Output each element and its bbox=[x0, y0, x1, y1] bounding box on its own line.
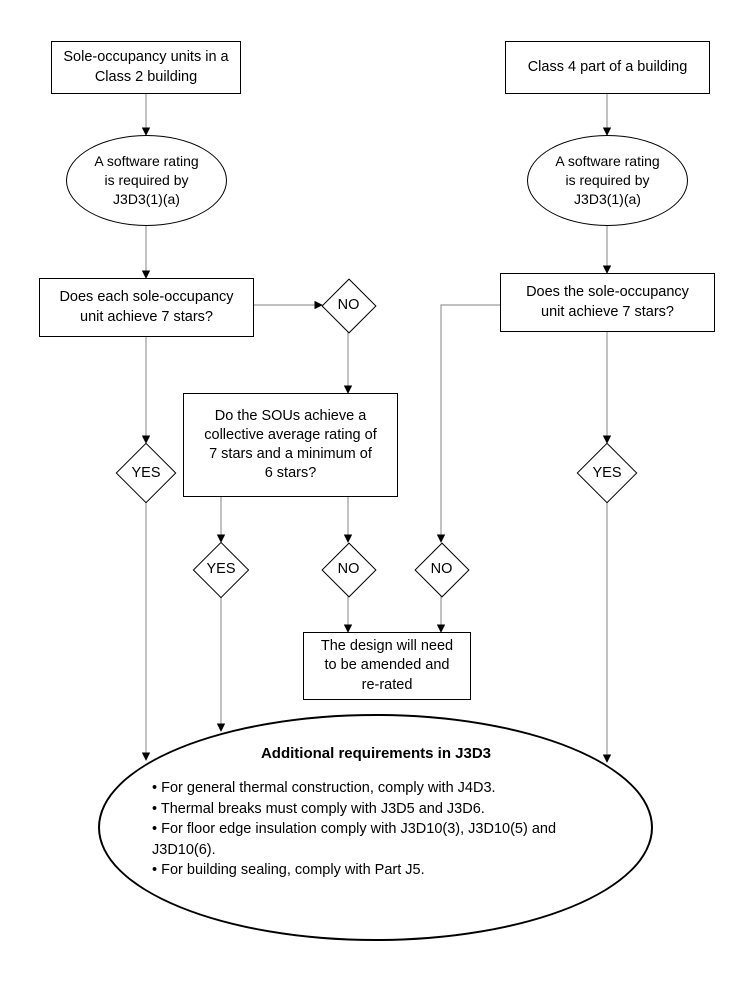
start-box-class4[interactable]: Class 4 part of a building bbox=[505, 41, 710, 94]
start-box-class4-label: Class 4 part of a building bbox=[527, 58, 688, 75]
branch-label-yes: YES bbox=[131, 464, 161, 481]
sou-collective-average-box[interactable]: Do the SOUs achieve a collective average… bbox=[183, 393, 398, 497]
oval-software-rating-right[interactable]: A software rating is required by J3D3(1)… bbox=[527, 135, 688, 226]
branch-label-no: NO bbox=[337, 561, 360, 578]
requirement-item: • For building sealing, comply with Part… bbox=[152, 862, 425, 879]
branch-diamond-no-sou[interactable]: NO bbox=[320, 541, 377, 598]
oval-left-line1: A software rating bbox=[94, 152, 199, 169]
terminal-requirements-list: • For general thermal construction, comp… bbox=[152, 778, 600, 881]
terminal-ellipse-additional-requirements[interactable] bbox=[98, 714, 653, 941]
decision-left-line2: unit achieve 7 stars? bbox=[80, 308, 213, 325]
oval-right-line2: is required by bbox=[565, 171, 650, 188]
branch-diamond-no-left[interactable]: NO bbox=[320, 277, 377, 334]
start-box-class2-label: Sole-occupancy units in a Class 2 buildi… bbox=[63, 49, 229, 85]
decision-right-line1: Does the sole-occupancy bbox=[526, 284, 689, 301]
oval-left-line2: is required by bbox=[104, 171, 189, 188]
branch-label-no: NO bbox=[337, 297, 360, 314]
edge-decision-right-to-no bbox=[436, 304, 500, 543]
branch-diamond-yes-sou[interactable]: YES bbox=[188, 541, 254, 598]
oval-right-line3: J3D3(1)(a) bbox=[574, 191, 641, 208]
requirement-item: • For floor edge insulation comply with … bbox=[152, 821, 557, 858]
sou-box-line3: 7 stars and a minimum of bbox=[209, 446, 372, 462]
amend-box-line3: re-rated bbox=[361, 676, 413, 693]
decision-box-each-sou[interactable]: Does each sole-occupancy unit achieve 7 … bbox=[39, 278, 254, 337]
sou-box-line4: 6 stars? bbox=[264, 465, 317, 482]
amend-box-line2: to be amended and bbox=[324, 657, 450, 674]
requirement-item: • For general thermal construction, comp… bbox=[152, 780, 496, 796]
decision-right-line2: unit achieve 7 stars? bbox=[541, 303, 674, 320]
branch-label-yes: YES bbox=[206, 561, 236, 578]
amend-rerate-box[interactable]: The design will need to be amended and r… bbox=[303, 632, 471, 700]
branch-diamond-no-right[interactable]: NO bbox=[413, 541, 470, 598]
oval-right-line1: A software rating bbox=[555, 152, 660, 169]
oval-software-rating-left[interactable]: A software rating is required by J3D3(1)… bbox=[66, 135, 227, 226]
sou-box-line2: collective average rating of bbox=[204, 426, 377, 443]
terminal-title: Additional requirements in J3D3 bbox=[260, 745, 492, 762]
requirement-item: • Thermal breaks must comply with J3D5 a… bbox=[152, 800, 485, 817]
sou-box-line1: Do the SOUs achieve a bbox=[214, 407, 367, 424]
decision-box-the-sou[interactable]: Does the sole-occupancy unit achieve 7 s… bbox=[500, 273, 715, 332]
branch-label-yes: YES bbox=[592, 464, 622, 481]
start-box-class2[interactable]: Sole-occupancy units in a Class 2 buildi… bbox=[51, 41, 241, 94]
branch-diamond-yes-right[interactable]: YES bbox=[574, 442, 640, 504]
branch-label-no: NO bbox=[430, 561, 453, 578]
amend-box-line1: The design will need bbox=[320, 638, 454, 655]
decision-left-line1: Does each sole-occupancy bbox=[59, 289, 234, 306]
terminal-content: Additional requirements in J3D3 • For ge… bbox=[152, 745, 600, 881]
oval-left-line3: J3D3(1)(a) bbox=[113, 191, 180, 208]
branch-diamond-yes-left[interactable]: YES bbox=[113, 442, 179, 504]
